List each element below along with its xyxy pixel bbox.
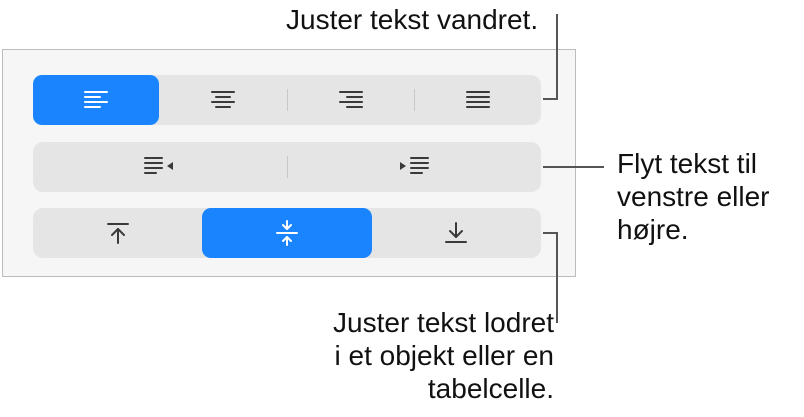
- callout-line: [556, 14, 558, 100]
- align-middle-icon: [275, 220, 298, 246]
- align-center-button[interactable]: [160, 75, 286, 125]
- callout-text: Juster tekst vandret.: [286, 4, 539, 35]
- increase-indent-button[interactable]: [288, 142, 542, 192]
- callout-text: i et objekt eller en: [334, 340, 554, 371]
- align-right-button[interactable]: [288, 75, 414, 125]
- callout-text: venstre eller: [617, 181, 770, 212]
- callout-line: [543, 166, 604, 168]
- justify-icon: [465, 91, 490, 108]
- align-left-icon: [84, 91, 109, 108]
- vertical-alignment-callout: Juster tekst lodret i et objekt eller en…: [333, 306, 554, 405]
- indent-callout: Flyt tekst til venstre eller højre.: [617, 147, 770, 246]
- align-center-icon: [211, 91, 236, 108]
- indent-icon: [400, 157, 430, 174]
- callout-line: [543, 232, 558, 234]
- indent-control: [33, 142, 541, 192]
- decrease-indent-button[interactable]: [33, 142, 287, 192]
- align-bottom-button[interactable]: [372, 208, 541, 258]
- callout-text: tabelcelle.: [427, 373, 554, 404]
- segment-divider: [286, 89, 288, 111]
- segment-divider: [286, 156, 288, 178]
- align-top-button[interactable]: [33, 208, 202, 258]
- align-bottom-icon: [445, 222, 468, 243]
- callout-text: højre.: [617, 214, 689, 245]
- justify-button[interactable]: [415, 75, 541, 125]
- callout-line: [543, 98, 558, 100]
- outdent-icon: [143, 157, 173, 174]
- callout-text: Juster tekst lodret: [333, 307, 554, 338]
- align-right-icon: [338, 91, 363, 108]
- vertical-alignment-control: [33, 208, 541, 258]
- segment-divider: [413, 89, 415, 111]
- callout-line: [556, 232, 558, 323]
- align-middle-button[interactable]: [202, 208, 372, 258]
- align-left-button[interactable]: [33, 75, 160, 125]
- align-top-icon: [106, 223, 129, 244]
- horizontal-alignment-control: [33, 75, 541, 125]
- horizontal-alignment-callout: Juster tekst vandret.: [286, 3, 538, 36]
- callout-text: Flyt tekst til: [617, 148, 758, 179]
